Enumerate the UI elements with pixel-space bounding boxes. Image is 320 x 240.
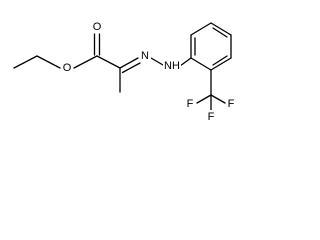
atom-ester-oxygen: O xyxy=(63,62,72,74)
ring-bond-5 xyxy=(210,57,232,71)
ring-bond-3 xyxy=(210,22,232,36)
bond-cimine-nimine-b xyxy=(121,62,141,74)
atom-fluorine-right: F xyxy=(228,98,235,110)
ring-inner-bond-b xyxy=(212,27,228,38)
atom-fluorine-bottom: F xyxy=(208,111,215,123)
atom-amine-nitrogen: N xyxy=(164,60,172,72)
ring-bond-6 xyxy=(190,57,212,71)
chemical-structure: O O N N H F F F xyxy=(13,20,237,123)
bond-oester-ccarbonyl xyxy=(73,55,98,69)
bond-ch3-ch2 xyxy=(13,55,38,69)
ring-inner-bond-c xyxy=(212,55,228,66)
bond-c-f-right xyxy=(210,94,226,104)
atom-fluorine-left: F xyxy=(187,98,194,110)
bond-c-f-left xyxy=(196,94,212,104)
bond-ch2-oester xyxy=(36,55,61,69)
bond-nimine-namine xyxy=(150,57,164,66)
bond-namine-ring xyxy=(179,57,192,67)
atom-amine-hydrogen: H xyxy=(172,60,180,72)
atom-carbonyl-oxygen: O xyxy=(93,21,102,33)
bond-cimine-nimine-a xyxy=(119,57,139,69)
ring-bond-2 xyxy=(190,22,212,36)
atom-imine-nitrogen: N xyxy=(141,50,149,62)
bond-ccarbonyl-cimine xyxy=(96,55,121,69)
